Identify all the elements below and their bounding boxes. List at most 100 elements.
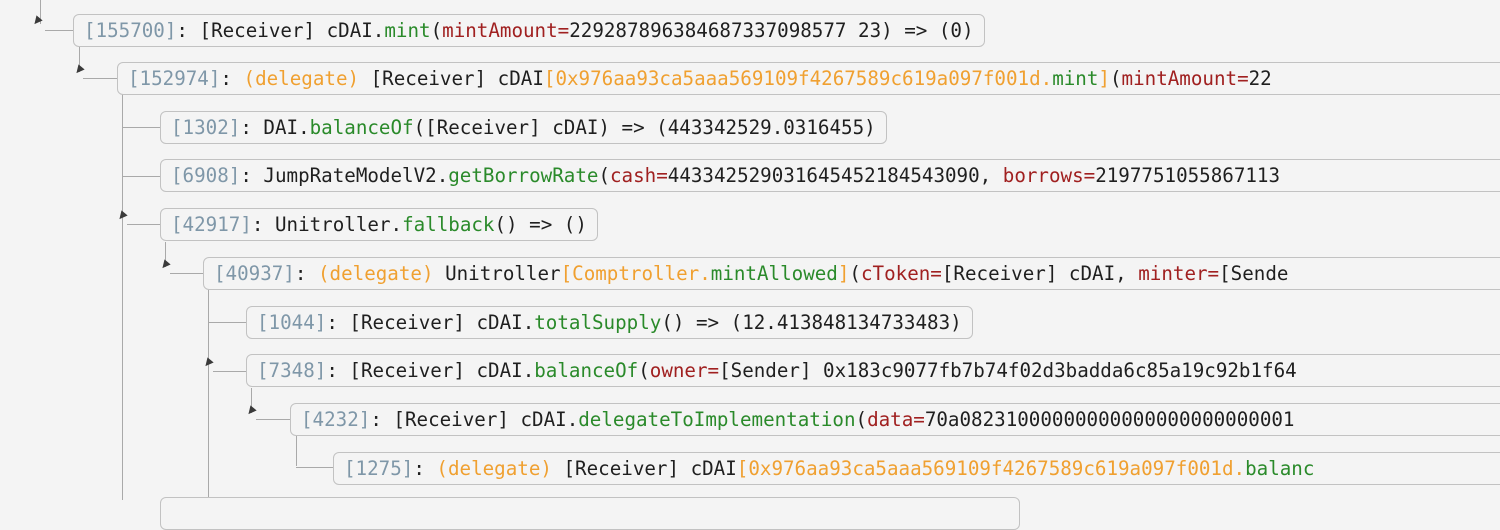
function-name: balanceOf <box>534 359 639 382</box>
function-name: mint <box>1052 67 1099 90</box>
call-text: ( <box>598 164 610 187</box>
implementation-ref: ] <box>837 262 850 285</box>
tree-connector <box>208 290 209 500</box>
tree-connector <box>208 322 246 323</box>
gas-cost: [152974] <box>128 67 221 90</box>
call-text: : DAI. <box>240 116 310 139</box>
function-name: fallback <box>402 213 495 236</box>
collapse-triangle-icon[interactable] <box>202 357 214 369</box>
call-text: : [Receiver] cDAI. <box>176 19 385 42</box>
call-text: ( <box>855 408 868 431</box>
function-name: delegateToImplementation <box>578 408 856 431</box>
call-text: 2197751055867113 <box>1095 164 1281 187</box>
implementation-ref: [Comptroller. <box>560 262 711 285</box>
collapse-triangle-icon[interactable] <box>159 259 171 271</box>
tree-connector <box>213 371 246 372</box>
call-text: Unitroller <box>433 262 561 285</box>
trace-node[interactable]: [1275]: (delegate) [Receiver] cDAI[0x976… <box>333 452 1500 485</box>
call-text: : JumpRateModelV2. <box>240 164 449 187</box>
call-text: : [Receiver] cDAI. <box>326 311 535 334</box>
gas-cost: [6908] <box>171 164 241 187</box>
param-name: mintAmount= <box>442 19 570 42</box>
trace-node-partial[interactable] <box>160 497 1020 530</box>
param-name: minter= <box>1138 262 1220 285</box>
call-text: ( <box>849 262 861 285</box>
trace-node[interactable]: [155700]: [Receiver] cDAI.mint(mintAmoun… <box>73 14 985 47</box>
tree-connector <box>40 0 41 24</box>
trace-node[interactable]: [1044]: [Receiver] cDAI.totalSupply() =>… <box>246 306 973 339</box>
tree-connector <box>122 176 160 177</box>
trace-viewer: { "trace": [ { "gas": "[155700]", "parts… <box>31 0 1500 530</box>
function-name: getBorrowRate <box>448 164 599 187</box>
delegate-tag: (delegate) <box>436 457 552 480</box>
function-name: totalSupply <box>534 311 662 334</box>
gas-cost: [155700] <box>84 19 177 42</box>
call-text: ( <box>638 359 650 382</box>
function-name: mint <box>384 19 431 42</box>
call-text: [Receiver] cDAI <box>359 67 544 90</box>
trace-node[interactable]: [42917]: Unitroller.fallback() => () <box>160 208 598 241</box>
collapse-triangle-icon[interactable] <box>73 64 85 76</box>
delegate-tag: (delegate) <box>317 262 434 285</box>
gas-cost: [1044] <box>257 311 327 334</box>
function-name: balanceOf <box>309 116 414 139</box>
tree-connector <box>79 45 80 72</box>
call-text: [Sender] 0x183c9077fb7b74f02d3badda6c85a… <box>719 359 1297 382</box>
call-text: : [Receiver] cDAI. <box>370 408 579 431</box>
tree-connector <box>256 419 290 420</box>
function-name: balanc <box>1245 457 1315 480</box>
gas-cost: [4232] <box>301 408 371 431</box>
tree-connector <box>170 273 203 274</box>
tree-connector <box>83 78 118 79</box>
tree-connector <box>122 94 123 500</box>
param-name: owner= <box>649 359 720 382</box>
tree-connector <box>45 30 73 31</box>
collapse-triangle-icon[interactable] <box>245 405 257 417</box>
param-name: data= <box>867 408 925 431</box>
trace-node[interactable]: [1302]: DAI.balanceOf([Receiver] cDAI) =… <box>160 111 887 144</box>
call-text: : <box>220 67 244 90</box>
trace-node[interactable]: [6908]: JumpRateModelV2.getBorrowRate(ca… <box>160 159 1500 192</box>
gas-cost: [1302] <box>171 116 241 139</box>
tree-connector <box>165 242 166 267</box>
call-text: : <box>294 262 318 285</box>
gas-cost: [7348] <box>257 359 327 382</box>
delegate-tag: (delegate) <box>243 67 360 90</box>
gas-cost: [42917] <box>171 213 252 236</box>
call-text: () => () <box>494 213 587 236</box>
tree-connector <box>122 127 160 128</box>
call-text: () => (12.413848134733483) <box>661 311 962 334</box>
param-name: borrows= <box>1002 164 1096 187</box>
implementation-ref: ] <box>1098 67 1110 90</box>
call-text: 22 <box>1248 67 1272 90</box>
call-text: : [Receiver] cDAI. <box>326 359 535 382</box>
function-name: mintAllowed <box>710 262 838 285</box>
tree-connector <box>296 467 333 468</box>
implementation-ref: [0x976aa93ca5aaa569109f4267589c619a097f0… <box>543 67 1053 90</box>
trace-node[interactable]: [152974]: (delegate) [Receiver] cDAI[0x9… <box>117 62 1500 95</box>
call-text: 229287896384687337098577 23) => (0) <box>569 19 974 42</box>
trace-node[interactable]: [7348]: [Receiver] cDAI.balanceOf(owner=… <box>246 354 1500 387</box>
tree-connector <box>127 224 160 225</box>
call-text: : <box>413 457 437 480</box>
tree-connector <box>251 388 252 413</box>
gas-cost: [40937] <box>214 262 295 285</box>
call-text: ([Receiver] cDAI) => (443342529.0316455) <box>413 116 876 139</box>
call-text: [Receiver] cDAI, <box>941 262 1139 285</box>
call-text: 443342529031645452184543090, <box>667 164 1003 187</box>
call-text: [Receiver] cDAI <box>551 457 737 480</box>
trace-node[interactable]: [40937]: (delegate) Unitroller[Comptroll… <box>203 257 1500 290</box>
trace-node[interactable]: [4232]: [Receiver] cDAI.delegateToImplem… <box>290 403 1500 436</box>
tree-connector <box>296 436 297 466</box>
param-name: mintAmount= <box>1121 67 1249 90</box>
call-text: 70a08231000000000000000000000001 <box>924 408 1295 431</box>
call-text: : Unitroller. <box>251 213 403 236</box>
gas-cost: [1275] <box>344 457 414 480</box>
collapse-triangle-icon[interactable] <box>116 210 128 222</box>
call-text: [Sende <box>1219 262 1289 285</box>
param-name: cash= <box>610 164 668 187</box>
call-text: ( <box>1109 67 1122 90</box>
call-text: ( <box>430 19 443 42</box>
implementation-ref: [0x976aa93ca5aaa569109f4267589c619a097f0… <box>736 457 1246 480</box>
param-name: cToken= <box>860 262 942 285</box>
